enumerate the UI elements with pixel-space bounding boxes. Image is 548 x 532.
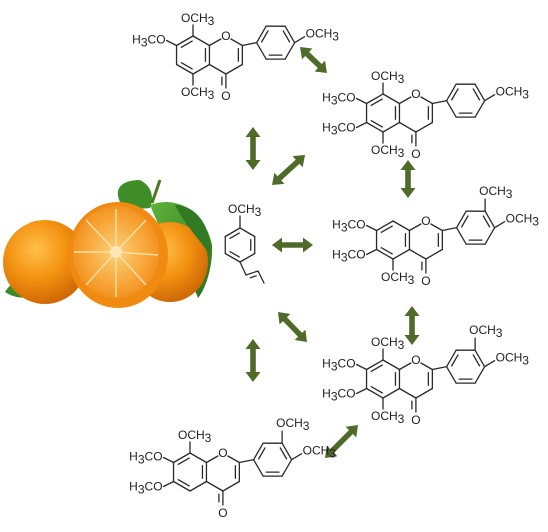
leaf-shape	[117, 180, 152, 210]
methoxy-label: OCH3	[371, 143, 405, 160]
ring-oxygen-label: O	[411, 353, 420, 367]
methoxy-label: H3CO	[332, 218, 365, 235]
methoxy-label: OCH3	[479, 184, 513, 201]
ring-oxygen-label: O	[218, 446, 227, 460]
methoxy-label: OCH3	[381, 270, 415, 287]
arrow-topleft-to-rightupper	[300, 47, 327, 73]
ring-oxygen-label: O	[421, 214, 430, 228]
oranges-illustration	[3, 179, 213, 308]
methoxy-label: OCH3	[181, 85, 215, 102]
arrow-center-to-rightmiddle	[272, 237, 313, 253]
methoxy-label: H3CO	[129, 480, 162, 497]
methoxy-label: H3CO	[322, 357, 355, 374]
methoxy-label: OCH3	[303, 444, 337, 461]
methoxy-label: H3CO	[132, 33, 165, 50]
methoxy-label: OCH3	[496, 85, 530, 102]
carbonyl-oxygen-label: O	[218, 506, 227, 520]
methoxy-label: OCH3	[178, 428, 212, 445]
methoxy-label: H3CO	[129, 450, 162, 467]
arrow-rightupper-to-rightmiddle	[400, 160, 416, 198]
arrow-center-to-rightupper	[272, 155, 305, 185]
arrow-rightmiddle-to-rightlower	[404, 306, 420, 345]
arrow-bottomleft-to-rightlower	[325, 425, 358, 458]
methoxy-label: H3CO	[322, 121, 355, 138]
methoxy-label: H3CO	[322, 387, 355, 404]
stem-shape	[150, 179, 162, 204]
orange-shape	[3, 220, 87, 304]
molecule-center-anethole: OCH3	[224, 202, 265, 284]
ring-oxygen-label: O	[411, 87, 420, 101]
methoxy-label: OCH3	[306, 27, 340, 44]
methoxy-label: OCH3	[371, 69, 405, 86]
methoxy-label: OCH3	[506, 212, 540, 229]
arrow-center-to-rightlower	[278, 312, 307, 342]
methoxy-label: OCH3	[181, 11, 215, 28]
methoxy-label: H3CO	[332, 248, 365, 265]
methoxy-label: H3CO	[322, 91, 355, 108]
methoxy-label: OCH3	[276, 416, 310, 433]
ring-oxygen-label: O	[221, 29, 230, 43]
methoxy-label: OCH3	[496, 351, 530, 368]
carbonyl-oxygen-label: O	[421, 274, 430, 288]
methoxy-label: OCH3	[371, 409, 405, 426]
carbonyl-oxygen-label: O	[221, 89, 230, 103]
carbonyl-oxygen-label: O	[411, 413, 420, 427]
methoxy-label: OCH3	[228, 202, 262, 219]
arrows-layer	[245, 47, 420, 458]
arrow-topleft-to-center	[245, 127, 261, 170]
methoxy-label: OCH3	[469, 323, 503, 340]
carbonyl-oxygen-label: O	[411, 147, 420, 161]
methoxy-label: OCH3	[371, 335, 405, 352]
arrow-center-to-bottomleft	[245, 339, 261, 382]
leaf-shape	[175, 205, 211, 255]
